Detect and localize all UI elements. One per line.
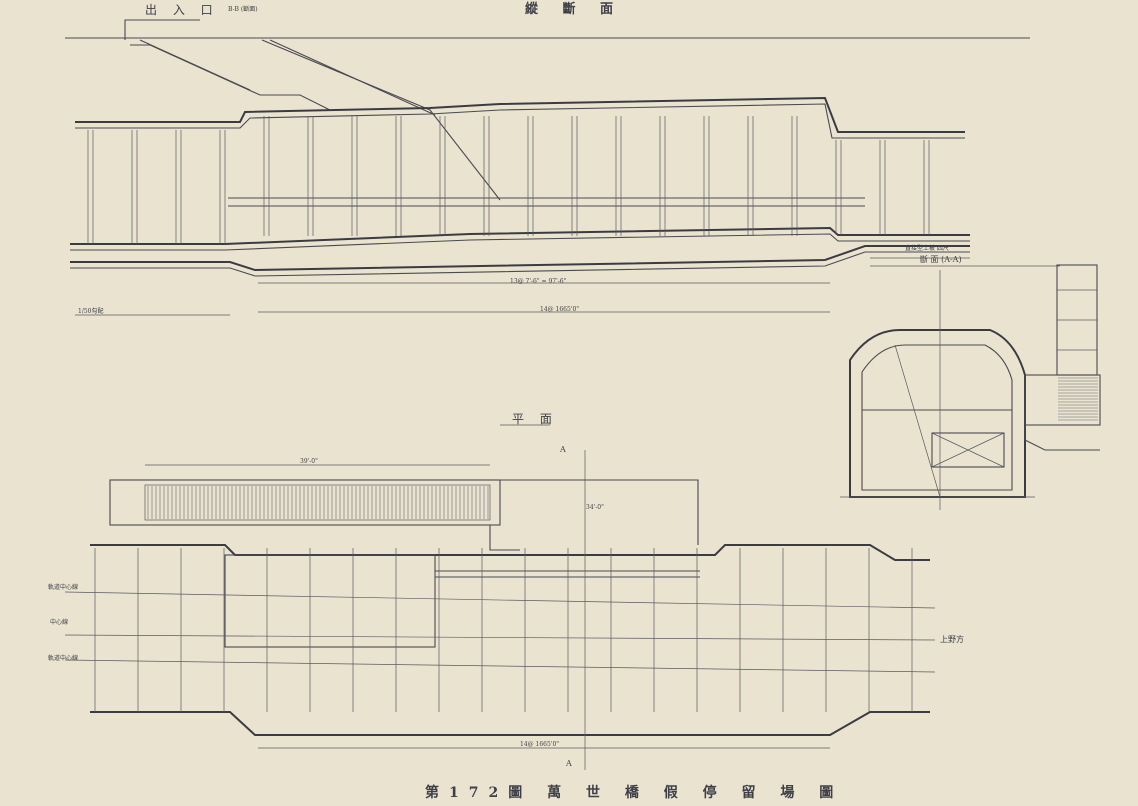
longitudinal-section-title: 縱 斷 面	[525, 2, 624, 17]
track-label-2: 中心線	[50, 619, 69, 626]
entrance-section-label: B-B (斷面)	[228, 6, 258, 13]
longitudinal-section	[65, 19, 1060, 316]
destination-label: 上野方	[940, 635, 964, 644]
plan-bottom-dimension: 14@ 1665'0"	[520, 741, 560, 748]
cross-section-title: 斷 面 (A-A)	[920, 255, 962, 264]
track-label-3: 軌道中心線	[48, 655, 79, 662]
plan-width-dimension: 34'-0"	[586, 504, 604, 511]
track-label-1: 軌道中心線	[48, 584, 79, 591]
cross-section-stair-hatching	[1058, 377, 1098, 421]
stair-length-dimension: 39'-0"	[300, 458, 318, 465]
gradient-label: 1/50勾配	[78, 308, 104, 315]
span-bottom-dimension: 14@ 1665'0"	[540, 306, 580, 313]
figure-caption: 第172圖 萬 世 橋 假 停 留 場 圖	[425, 785, 844, 801]
span-total-dimension: 13@ 7'-6" = 97'-6"	[510, 278, 567, 285]
plan-columns	[94, 548, 913, 712]
section-mark-a-top: A	[560, 445, 566, 454]
cross-section-note: 直接型土被 四尺	[905, 245, 949, 252]
plan-title: 平 面	[512, 412, 558, 426]
section-mark-a-bottom: A	[566, 759, 572, 768]
cross-section-aa	[840, 264, 1101, 510]
plan-view	[64, 424, 936, 770]
section-columns	[87, 116, 930, 244]
stair-hatching	[147, 486, 489, 519]
entrance-label: 出 入 口	[145, 3, 219, 17]
